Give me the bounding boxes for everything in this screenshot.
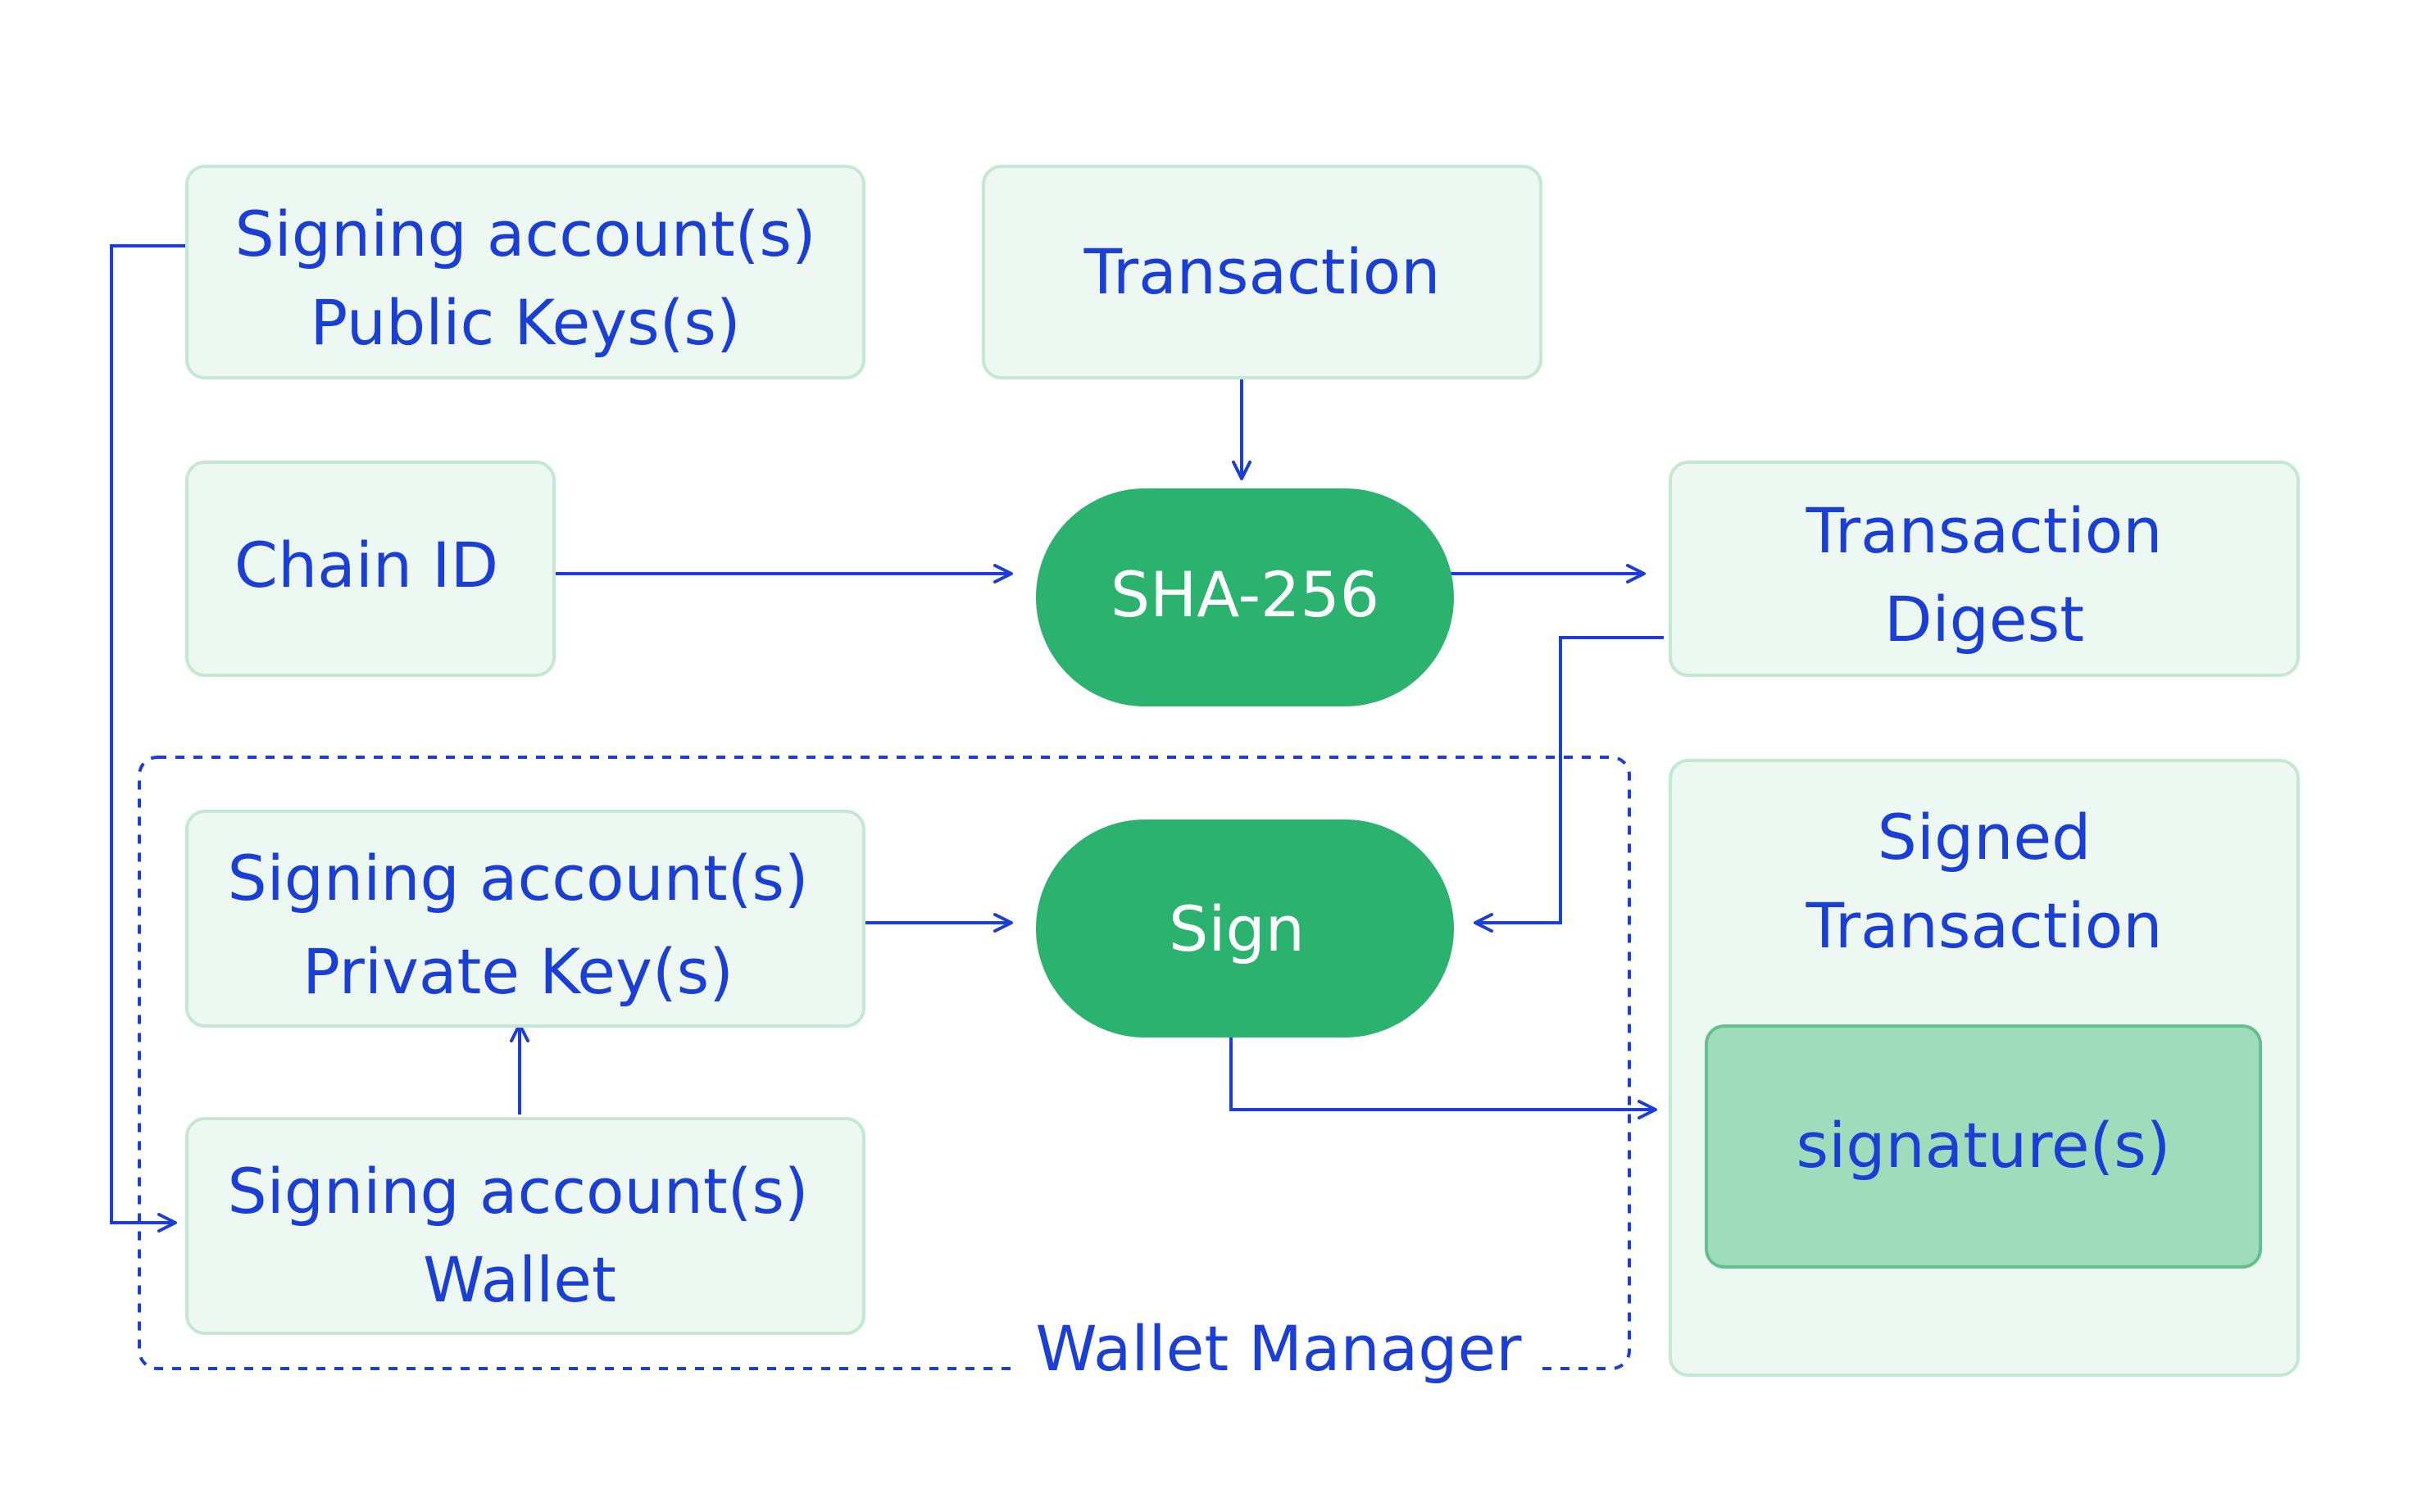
sign-label: Sign (1169, 892, 1305, 965)
wallet-manager-boundary (138, 756, 1631, 1370)
wallet-label-line1: Signing account(s) (227, 1155, 808, 1228)
sign-pill (1036, 820, 1454, 1038)
transaction-label: Transaction (1083, 235, 1441, 308)
sign-to-signed-transaction-arrow (1229, 1034, 1657, 1119)
chain-id-box (185, 461, 556, 677)
sign-node: Sign (1036, 820, 1454, 1038)
sha256-pill (1036, 488, 1454, 706)
wallet-label-line2: Wallet (423, 1243, 616, 1316)
transaction-box (982, 165, 1542, 379)
chain-id-node: Chain ID (185, 461, 556, 677)
transaction-digest-label-line1: Transaction (1806, 494, 2163, 567)
wallet-manager-label-gap (1016, 1328, 1541, 1401)
wallet-box (185, 1117, 865, 1335)
signed-transaction-label-line2: Transaction (1806, 889, 2163, 962)
public-keys-node: Signing account(s) Public Keys(s) (185, 165, 865, 379)
public-keys-label-line2: Public Keys(s) (310, 286, 740, 359)
transaction-digest-node: Transaction Digest (1669, 461, 2300, 677)
signatures-label: signature(s) (1797, 1109, 2171, 1182)
signed-transaction-node: Signed Transaction signature(s) (1669, 759, 2300, 1377)
public-keys-to-wallet-arrow (110, 244, 187, 1233)
private-keys-box (185, 810, 865, 1028)
transaction-digest-box (1669, 461, 2300, 677)
connectors (110, 244, 1664, 1233)
signed-transaction-label-line1: Signed (1878, 801, 2092, 874)
public-keys-label-line1: Signing account(s) (234, 198, 815, 270)
signatures-box (1705, 1024, 2262, 1269)
chain-id-label: Chain ID (234, 529, 498, 602)
transaction-node: Transaction (982, 165, 1542, 379)
sha256-label: SHA-256 (1111, 558, 1379, 631)
private-keys-label-line1: Signing account(s) (227, 842, 808, 915)
wallet-manager-group: Wallet Manager (138, 756, 1631, 1401)
transaction-digest-label-line2: Digest (1884, 583, 2084, 656)
private-keys-node: Signing account(s) Private Key(s) (185, 810, 865, 1028)
wallet-node: Signing account(s) Wallet (185, 1117, 865, 1335)
sha256-node: SHA-256 (1036, 488, 1454, 706)
public-keys-box (185, 165, 865, 379)
wallet-manager-label: Wallet Manager (1036, 1312, 1523, 1385)
digest-to-sign-arrow (1474, 636, 1664, 933)
private-keys-label-line2: Private Key(s) (302, 935, 734, 1008)
